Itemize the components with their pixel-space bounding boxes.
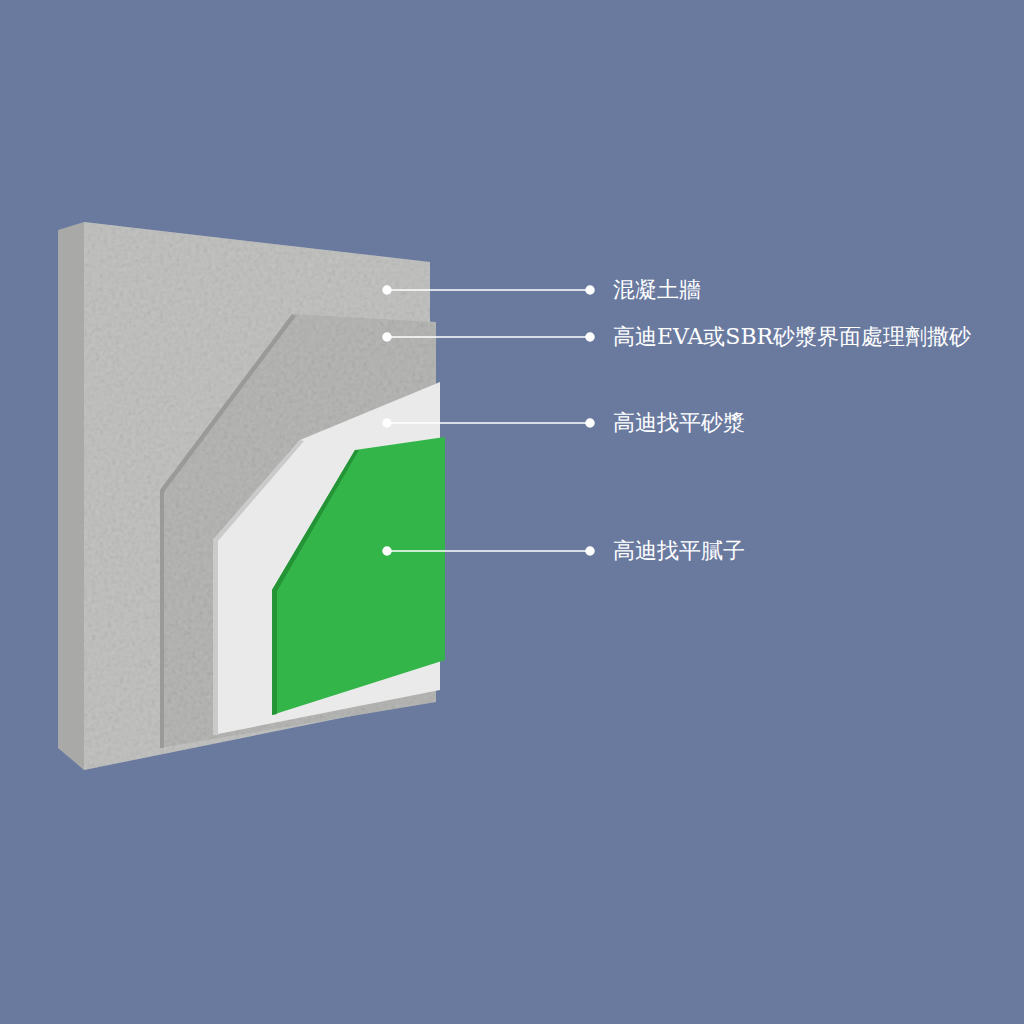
leader-line bbox=[387, 289, 590, 291]
leader-dot bbox=[586, 547, 594, 555]
leader-line bbox=[387, 336, 590, 338]
leader-dot bbox=[586, 419, 594, 427]
leader-line bbox=[387, 422, 590, 424]
leader-line bbox=[387, 550, 590, 552]
layer-label: 高迪EVA或SBR砂漿界面處理劑撒砂 bbox=[613, 323, 971, 351]
leader-dot bbox=[383, 333, 391, 341]
layer-label: 高迪找平砂漿 bbox=[613, 409, 745, 437]
leader-lines bbox=[383, 286, 594, 555]
leader-dot bbox=[586, 333, 594, 341]
putty-layer bbox=[272, 437, 445, 715]
wall-side-face bbox=[58, 222, 84, 770]
layer-label: 高迪找平膩子 bbox=[613, 537, 745, 565]
leader-dot bbox=[383, 419, 391, 427]
leader-dot bbox=[383, 547, 391, 555]
layer-label: 混凝土牆 bbox=[613, 276, 701, 304]
putty-edge bbox=[272, 450, 359, 715]
leader-dot bbox=[586, 286, 594, 294]
leader-dot bbox=[383, 286, 391, 294]
